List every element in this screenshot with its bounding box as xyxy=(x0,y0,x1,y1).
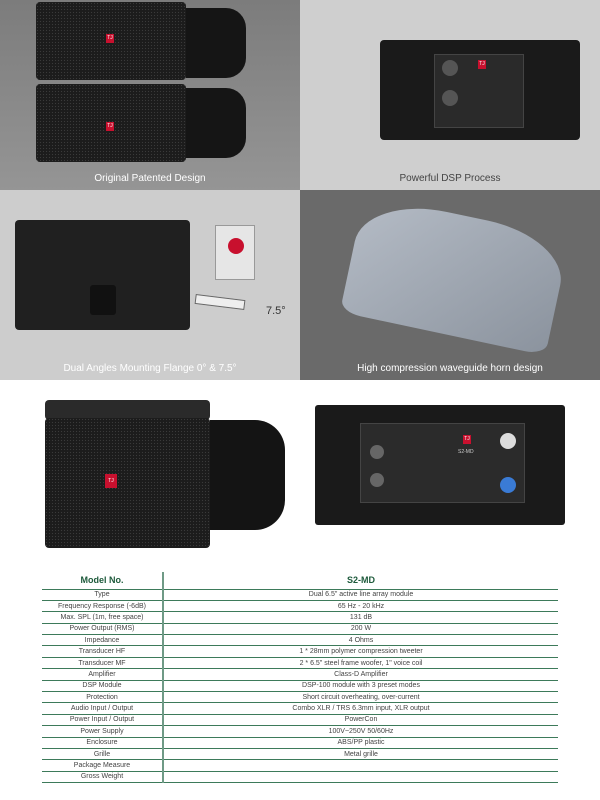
spec-value: 65 Hz - 20 kHz xyxy=(163,600,558,613)
spec-label: Protection xyxy=(42,691,164,704)
spec-value: 1 * 28mm polymer compression tweeter xyxy=(163,645,558,658)
spec-value xyxy=(163,759,558,772)
spec-label: Impedance xyxy=(42,634,164,647)
spec-value: PowerCon xyxy=(163,714,558,727)
table-row: Package Measure xyxy=(42,759,558,772)
panel-dsp: TJ Powerful DSP Process xyxy=(300,0,600,190)
caption: Original Patented Design xyxy=(94,173,206,184)
table-header-row: Model No. S2-MD xyxy=(42,572,558,590)
spec-label: Gross Weight xyxy=(42,771,164,784)
waveguide-horn-image xyxy=(339,194,571,356)
spec-label: Amplifier xyxy=(42,668,164,681)
panel-waveguide: High compression waveguide horn design xyxy=(300,190,600,380)
panel-patented-design: TJ TJ Original Patented Design xyxy=(0,0,300,190)
caption: Powerful DSP Process xyxy=(399,173,501,184)
spec-label: Type xyxy=(42,589,164,601)
spec-value: 131 dB xyxy=(163,611,558,624)
spec-value: Short circuit overheating, over-current xyxy=(163,691,558,704)
spec-label: Transducer MF xyxy=(42,657,164,670)
spec-value: Dual 6.5" active line array module xyxy=(163,589,558,601)
flange-image xyxy=(215,225,255,280)
speaker-top-image: TJ xyxy=(36,2,186,80)
header-model-value: S2-MD xyxy=(163,572,558,590)
spec-value: Combo XLR / TRS 6.3mm input, XLR output xyxy=(163,702,558,715)
spec-label: Transducer HF xyxy=(42,645,164,658)
table-row: Max. SPL (1m, free space)131 dB xyxy=(42,611,558,624)
product-rear-image: TJ S2-MD xyxy=(315,405,565,525)
spec-label: Power Input / Output xyxy=(42,714,164,727)
spec-label: Enclosure xyxy=(42,737,164,749)
spec-label: Grille xyxy=(42,748,164,761)
panel-mounting: 7.5° Dual Angles Mounting Flange 0° & 7.… xyxy=(0,190,300,380)
spec-label: Max. SPL (1m, free space) xyxy=(42,611,164,624)
table-row: Frequency Response (-6dB)65 Hz - 20 kHz xyxy=(42,600,558,613)
spec-value: 4 Ohms xyxy=(163,634,558,647)
spec-value xyxy=(163,771,558,784)
caption: Dual Angles Mounting Flange 0° & 7.5° xyxy=(63,363,237,374)
spec-value: 200 W xyxy=(163,623,558,636)
spec-label: Package Measure xyxy=(42,759,164,772)
spec-label: Power Output (RMS) xyxy=(42,623,164,636)
spec-value: ABS/PP plastic xyxy=(163,737,558,749)
spec-label: Audio Input / Output xyxy=(42,702,164,715)
spec-value: DSP-100 module with 3 preset modes xyxy=(163,680,558,693)
table-row: Power Output (RMS)200 W xyxy=(42,623,558,636)
angle-label: 7.5° xyxy=(266,305,286,317)
caption: High compression waveguide horn design xyxy=(357,363,543,374)
rear-panel-image: TJ xyxy=(380,40,580,140)
header-model-label: Model No. xyxy=(42,572,164,590)
spec-value: 2 * 6.5" steel frame woofer, 1" voice co… xyxy=(163,657,558,670)
spec-value: Class-D Amplifier xyxy=(163,668,558,681)
speaker-rear-image xyxy=(15,220,190,330)
spec-value: 100V~250V 50/60Hz xyxy=(163,725,558,738)
brand-logo: TJ xyxy=(106,34,114,43)
spec-label: Power Supply xyxy=(42,725,164,738)
spec-label: Frequency Response (-6dB) xyxy=(42,600,164,613)
product-front-image: TJ xyxy=(45,400,285,550)
speaker-bottom-image: TJ xyxy=(36,84,186,162)
spec-value: Metal grille xyxy=(163,748,558,761)
table-row: Gross Weight xyxy=(42,771,558,784)
spec-label: DSP Module xyxy=(42,680,164,693)
